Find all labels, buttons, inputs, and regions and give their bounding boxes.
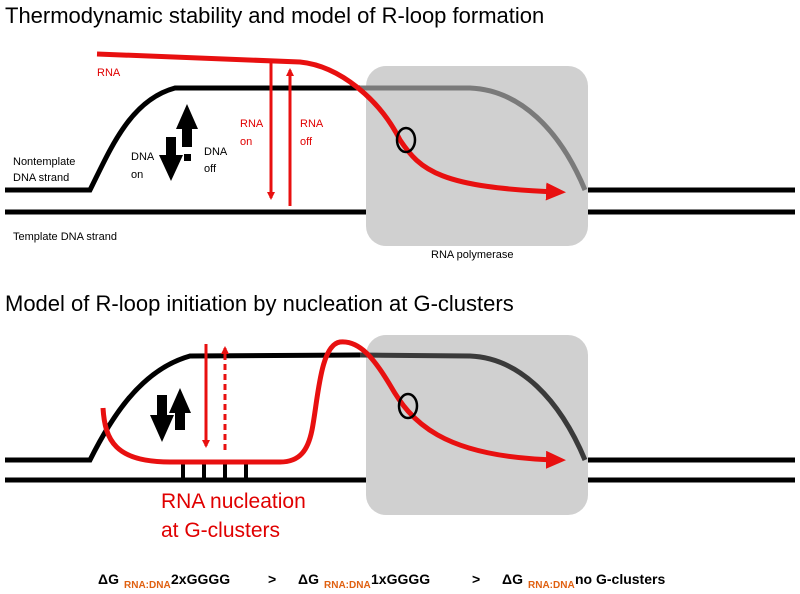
- top-rna-label: RNA: [97, 67, 121, 79]
- top-dna-on-arrow: [159, 137, 183, 181]
- bottom-rna-polymerase: [366, 335, 588, 515]
- top-rna-off-label-2: off: [300, 136, 313, 148]
- bottom-dna-on-arrow: [150, 395, 174, 442]
- bottom-active-site-circle: [397, 392, 419, 420]
- top-nontemplate-strand-in-polymerase: [360, 85, 588, 191]
- top-nontemplate-label-1: Nontemplate: [13, 156, 75, 168]
- delta-g-2-term: 1xGGGG: [371, 571, 430, 587]
- top-title: Thermodynamic stability and model of R-l…: [5, 3, 544, 28]
- bottom-dna-off-arrow: [169, 388, 191, 430]
- greater-than-2: >: [472, 571, 480, 587]
- top-dna-off-label-2: off: [204, 163, 217, 175]
- bottom-rna-strand: [100, 339, 566, 469]
- top-dna-off-label-1: DNA: [204, 146, 228, 158]
- delta-g-3: ΔG: [502, 571, 523, 587]
- top-rna-polymerase: [366, 66, 588, 246]
- delta-g-comparison: ΔG RNA:DNA 2xGGGG > ΔG RNA:DNA 1xGGGG > …: [98, 571, 665, 591]
- top-dna-off-arrow-dot: [184, 154, 191, 161]
- top-polymerase-label: RNA polymerase: [431, 249, 514, 261]
- top-template-label: Template DNA strand: [13, 231, 117, 243]
- delta-g-2-sub: RNA:DNA: [324, 580, 371, 591]
- top-rna-off-label-1: RNA: [300, 118, 324, 130]
- bottom-title: Model of R-loop initiation by nucleation…: [5, 291, 514, 316]
- delta-g-1-sub: RNA:DNA: [124, 580, 171, 591]
- delta-g-2: ΔG: [298, 571, 319, 587]
- top-nontemplate-strand: [5, 85, 360, 193]
- nucleation-label-1: RNA nucleation: [161, 490, 306, 513]
- delta-g-3-sub: RNA:DNA: [528, 580, 575, 591]
- top-dna-off-arrow: [176, 104, 198, 147]
- bottom-nontemplate-strand-in-polymerase: [359, 352, 588, 461]
- top-rna-strand: [96, 51, 566, 201]
- nucleation-label-2: at G-clusters: [161, 519, 280, 542]
- top-rna-on-label-1: RNA: [240, 118, 264, 130]
- top-active-site-circle: [395, 126, 417, 154]
- delta-g-3-term: no G-clusters: [575, 571, 665, 587]
- bottom-nontemplate-strand: [5, 352, 361, 463]
- top-dna-on-label-1: DNA: [131, 151, 155, 163]
- top-rna-on-label-2: on: [240, 136, 252, 148]
- greater-than-1: >: [268, 571, 276, 587]
- g-cluster-ticks: [181, 462, 248, 480]
- top-dna-on-label-2: on: [131, 169, 143, 181]
- delta-g-1-term: 2xGGGG: [171, 571, 230, 587]
- delta-g-1: ΔG: [98, 571, 119, 587]
- top-nontemplate-label-2: DNA strand: [13, 172, 69, 184]
